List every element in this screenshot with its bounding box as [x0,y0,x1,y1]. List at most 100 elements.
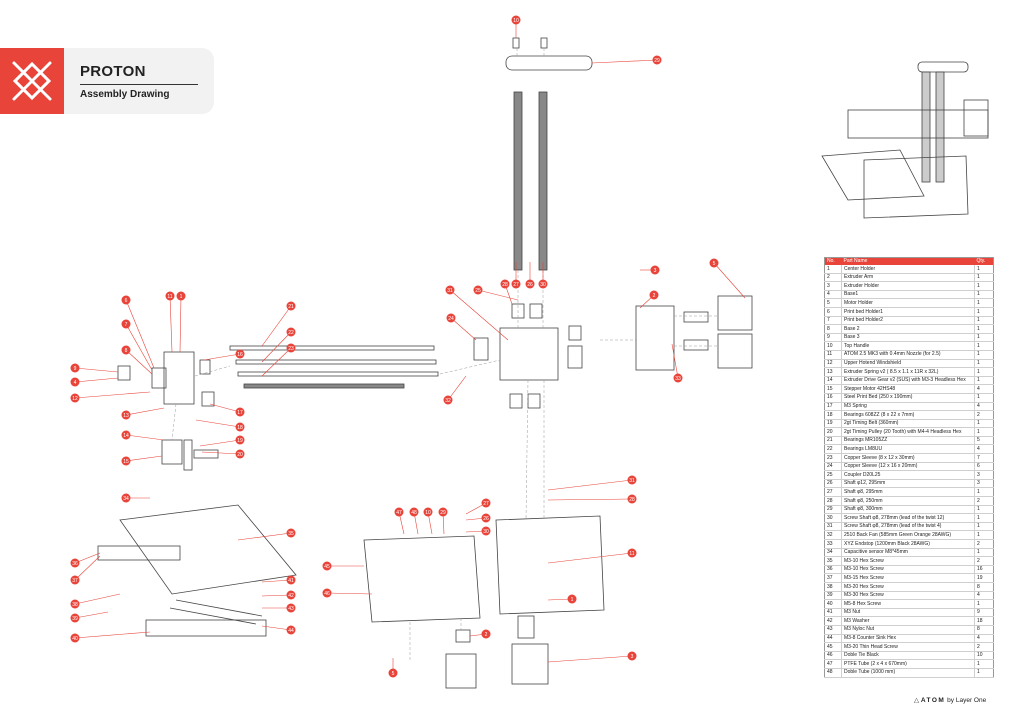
part-qty-cell: 8 [974,582,994,592]
part-name-cell: XYZ Endstop (1200mm Black 28AWG) [841,539,975,549]
bed-holder-part [97,545,181,561]
callout-leader-line [195,419,241,428]
part-no-cell: 2 [824,273,842,283]
callout-number: 26 [483,516,489,522]
coupler-part [455,629,471,643]
part-name-cell: PTFE Tube (2 x 4 x 670mm) [841,659,975,669]
part-name-cell: Doble Tie Black [841,651,975,661]
callout-balloon: 37 [70,555,101,585]
callout-number: 30 [483,529,489,535]
exploded-view [97,37,753,689]
callout-leader-line [125,434,165,441]
callout-circle [70,633,80,643]
callout-circle [650,265,660,275]
part-name-cell: Print bed Holder1 [841,307,975,317]
part-no-cell: 7 [824,316,842,326]
part-qty-cell: 10 [974,651,994,661]
callout-number: 23 [288,346,294,352]
callout-circle [286,603,296,613]
callout-circle [70,558,80,568]
atom-x-logo-icon [12,61,52,101]
part-name-cell: Coupler D20L25 [841,470,975,480]
shaft-part [237,371,439,377]
screw-part [512,37,520,49]
callout-balloon: 28 [500,279,513,305]
part-no-cell: 34 [824,548,842,558]
callout-balloon: 35 [237,528,296,541]
part-qty-cell: 2 [974,642,994,652]
callout-number: 24 [448,316,454,322]
callout-balloon: 20 [201,449,245,459]
callout-circle [322,561,332,571]
sleeve-part [527,393,541,409]
spring-part [117,365,131,381]
column-header-part-name: Part Name [841,257,975,265]
part-qty-cell: 1 [974,333,994,343]
callout-circle [567,594,577,604]
part-no-cell: 26 [824,479,842,489]
part-name-cell: Copper Sleeve (8 x 12 x 30mm) [841,453,975,463]
callout-number: 6 [125,298,128,304]
part-qty-cell: 1 [974,367,994,377]
callout-circle [121,295,131,305]
callout-circle [388,668,398,678]
part-no-cell: 6 [824,307,842,317]
base-part [495,515,605,615]
part-no-cell: 48 [824,668,842,678]
callout-leader-line [74,377,119,383]
part-no-cell: 13 [824,367,842,377]
callout-circle [473,285,483,295]
callout-balloon: 14 [121,430,165,441]
callout-number: 33 [675,376,681,382]
callout-circle [322,588,332,598]
part-name-cell: Shaft φ8, 250mm [841,496,975,506]
callout-circle [286,343,296,353]
callout-balloon: 44 [261,625,296,635]
callout-circle [652,55,662,65]
callout-leader-line [74,367,119,373]
callout-number: 31 [447,288,453,294]
callout-leader-line [125,323,153,371]
pulley-part [201,391,215,407]
part-name-cell: M3-10 Hex Screw [841,556,975,566]
footer-brand: △ ATOM by Layer One [914,696,986,704]
part-no-cell: 47 [824,659,842,669]
callout-circle [121,456,131,466]
part-no-cell: 44 [824,634,842,644]
callout-circle [121,430,131,440]
callout-balloon: 5 [709,258,746,299]
part-name-cell: M3-30 Hex Screw [841,591,975,601]
part-qty-cell: 6 [974,462,994,472]
callout-circle [70,363,80,373]
callout-circle [538,279,548,289]
callout-circle [70,377,80,387]
callout-balloon: 2 [639,290,659,309]
callout-number: 43 [288,606,294,612]
callout-balloon: 32 [443,375,467,405]
part-no-cell: 8 [824,324,842,334]
callout-number: 39 [72,616,78,622]
callout-balloon: 12 [70,391,151,403]
part-name-cell: M3-20 Hex Screw [841,582,975,592]
callout-leader-line [547,552,633,564]
callout-circle [235,449,245,459]
callout-circle [627,494,637,504]
bed-holder-part [145,619,267,637]
callout-number: 11 [167,294,172,300]
part-no-cell: 18 [824,410,842,420]
callout-balloon: 39 [70,611,109,623]
callout-leader-line [125,299,155,369]
callout-number: 1 [180,294,183,300]
stepper-motor-part [445,653,477,689]
callout-leader-line [261,331,292,363]
callout-number: 30 [540,282,546,288]
part-name-cell: Stepper Motor 42HS48 [841,384,975,394]
